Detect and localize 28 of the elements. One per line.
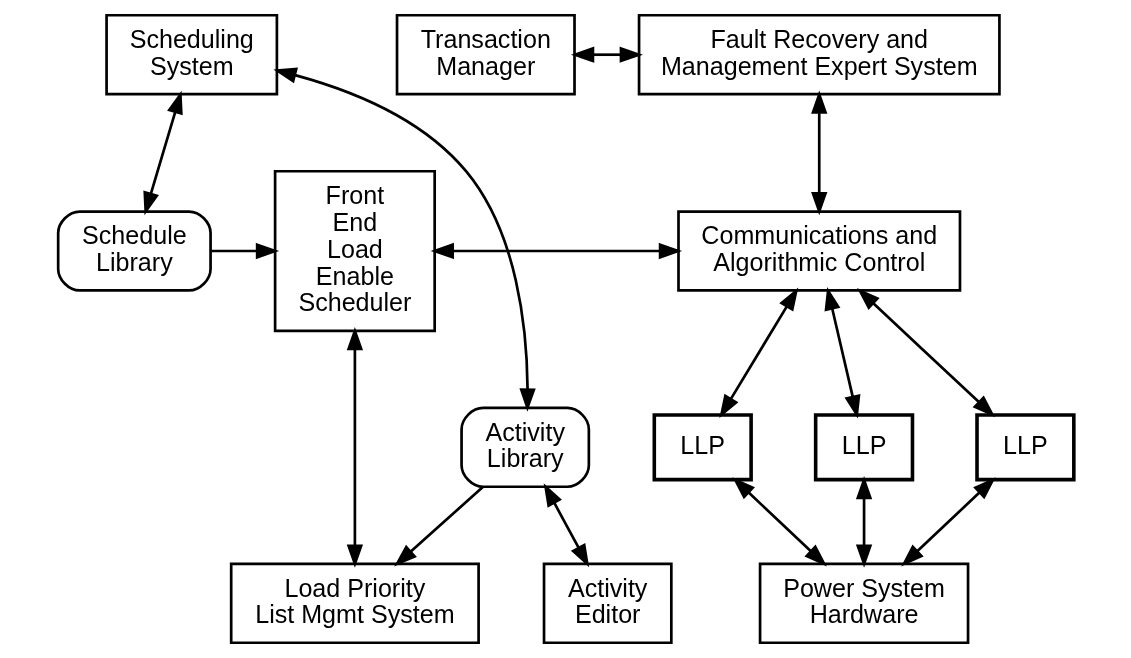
arrow	[272, 67, 536, 412]
node-box: Fault Recovery and Management Expert System	[637, 13, 1001, 96]
node-box: Communications and Algorithmic Control	[676, 210, 961, 292]
arrow	[142, 90, 183, 216]
arrow	[346, 327, 363, 568]
node-box: Load Priority List Mgmt System	[229, 562, 480, 645]
arrow	[810, 90, 827, 216]
arrow	[543, 483, 589, 568]
arrow	[856, 288, 995, 418]
arrow	[430, 242, 682, 260]
node-box: LLP	[974, 413, 1076, 482]
node-box: LLP	[652, 413, 753, 482]
arrow	[855, 475, 872, 568]
node-box: Power System Hardware	[758, 562, 969, 645]
node-box: Transaction Manager	[395, 13, 576, 96]
node-box: Activity Library	[459, 406, 590, 489]
node-box: Activity Editor	[542, 562, 673, 645]
arrow	[210, 242, 279, 260]
arrow	[824, 286, 860, 419]
node-box: Schedule Library	[56, 210, 212, 292]
arrow	[393, 485, 484, 567]
node-box: Scheduling System	[104, 13, 278, 96]
arrow	[900, 477, 996, 567]
node-box: Front End Load Enable Scheduler	[273, 169, 436, 333]
arrow	[731, 477, 827, 567]
arrow	[718, 287, 798, 418]
node-box: LLP	[813, 413, 914, 482]
arrow	[570, 46, 643, 63]
